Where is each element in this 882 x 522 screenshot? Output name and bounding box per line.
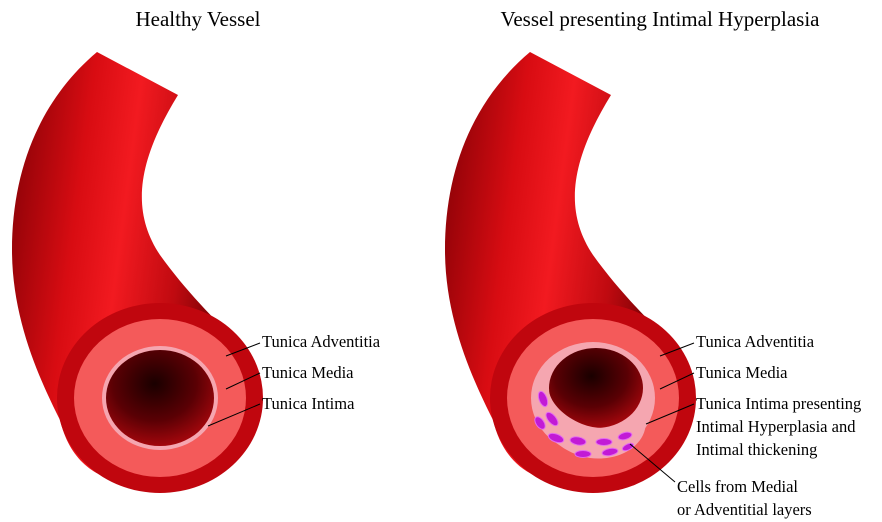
- label-tunica-intima: Tunica Intima: [262, 394, 355, 413]
- label-intima-hyperplasia-line1: Tunica Intima presenting: [696, 394, 861, 413]
- label-cells-line2: or Adventitial layers: [677, 500, 812, 519]
- healthy-vessel-title: Healthy Vessel: [135, 7, 260, 31]
- hyperplasia-vessel-panel: Vessel presenting Intimal Hyperplasia Tu…: [445, 7, 861, 519]
- healthy-lumen: [106, 350, 214, 446]
- cell: [596, 439, 612, 446]
- healthy-vessel-panel: Healthy Vessel Tunica Adventitia Tunica …: [12, 7, 381, 493]
- cell: [575, 451, 591, 458]
- label-tunica-media-2: Tunica Media: [696, 363, 788, 382]
- hyperplasia-vessel-title: Vessel presenting Intimal Hyperplasia: [501, 7, 821, 31]
- label-cells-line1: Cells from Medial: [677, 477, 798, 496]
- label-tunica-adventitia-2: Tunica Adventitia: [696, 332, 815, 351]
- label-tunica-adventitia: Tunica Adventitia: [262, 332, 381, 351]
- label-intima-hyperplasia-line2: Intimal Hyperplasia and: [696, 417, 856, 436]
- label-intima-hyperplasia-line3: Intimal thickening: [696, 440, 817, 459]
- label-tunica-media: Tunica Media: [262, 363, 354, 382]
